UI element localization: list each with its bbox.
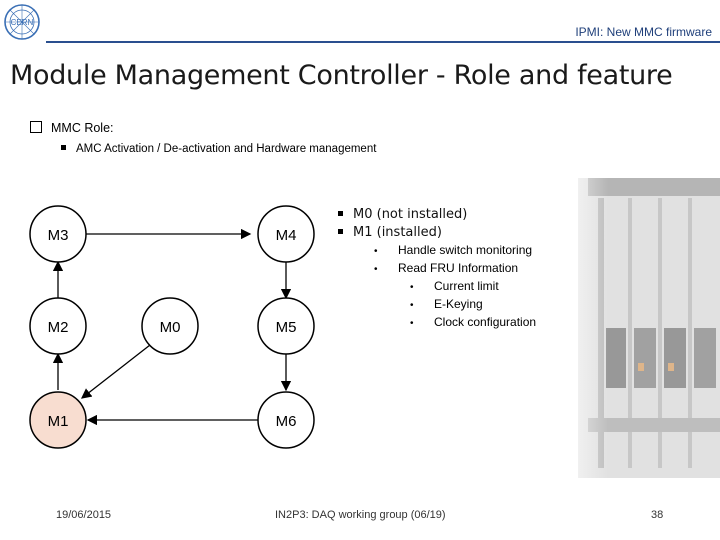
node-m3-label: M3 (48, 227, 69, 244)
node-m5: M5 (257, 297, 315, 355)
role-label: MMC Role: (51, 121, 114, 135)
footer-date: 19/06/2015 (56, 509, 112, 521)
dot-bullet-icon: • (410, 318, 414, 329)
dot-bullet-icon: • (374, 246, 378, 257)
list-item: M0 (not installed) (338, 206, 548, 224)
node-m2: M2 (29, 297, 87, 355)
list-item: •Read FRU Information (338, 260, 548, 278)
list-item: •Current limit (338, 278, 548, 296)
node-m2-label: M2 (48, 319, 69, 336)
node-m5-label: M5 (276, 319, 297, 336)
state-diagram: M3 M4 M2 M0 M5 M1 M6 (29, 205, 315, 449)
header-divider (46, 41, 720, 43)
node-m6-label: M6 (276, 413, 297, 430)
dot-bullet-icon: • (410, 282, 414, 293)
node-m0-label: M0 (160, 319, 181, 336)
role-bullet: MMC Role: (30, 121, 114, 135)
node-m4: M4 (257, 205, 315, 263)
footer-event: IN2P3: DAQ working group (06/19) (275, 509, 446, 521)
state-bullet-list: M0 (not installed) M1 (installed) •Handl… (338, 206, 548, 332)
list-item: M1 (installed) (338, 224, 548, 242)
node-m0: M0 (141, 297, 199, 355)
logo-text: CERN (11, 18, 34, 27)
cern-logo: CERN (2, 2, 42, 42)
node-m1-label: M1 (48, 413, 69, 430)
node-m4-label: M4 (276, 227, 297, 244)
node-m1: M1 (29, 391, 87, 449)
square-bullet-icon (61, 145, 66, 150)
edge-m0-m1 (80, 344, 151, 399)
checkbox-bullet-icon (30, 121, 42, 133)
node-m6: M6 (257, 391, 315, 449)
node-m3: M3 (29, 205, 87, 263)
page-number: 38 (651, 509, 664, 521)
crate-photo (548, 178, 720, 478)
dot-bullet-icon: • (374, 264, 378, 275)
list-item: •E-Keying (338, 296, 548, 314)
square-bullet-icon (338, 229, 343, 234)
list-item: •Clock configuration (338, 314, 548, 332)
slide-title: Module Management Controller - Role and … (10, 60, 673, 91)
square-bullet-icon (338, 211, 343, 216)
role-detail-bullet: AMC Activation / De-activation and Hardw… (61, 143, 376, 155)
running-title: IPMI: New MMC firmware (575, 25, 712, 39)
dot-bullet-icon: • (410, 300, 414, 311)
list-item: •Handle switch monitoring (338, 242, 548, 260)
role-detail: AMC Activation / De-activation and Hardw… (76, 143, 377, 155)
